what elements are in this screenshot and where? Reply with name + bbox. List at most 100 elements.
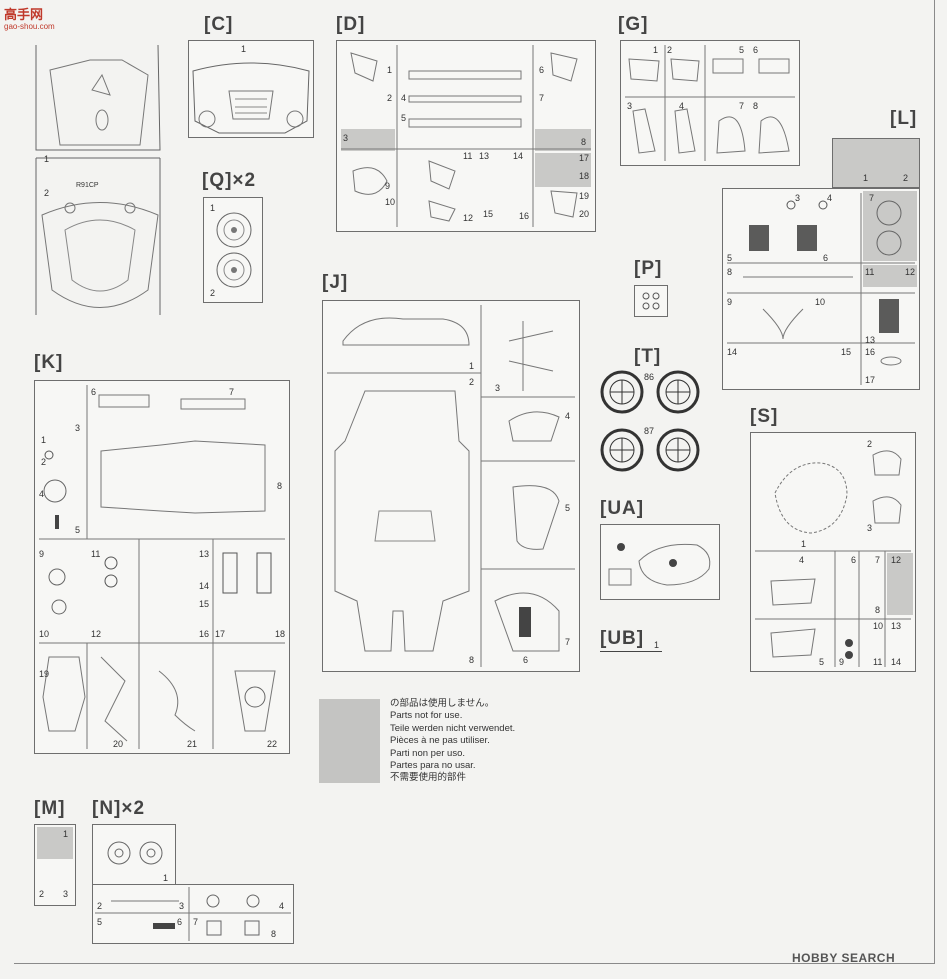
part-number: 8 — [271, 929, 277, 939]
part-number: 1 — [863, 173, 869, 183]
part-number: 3 — [63, 889, 69, 899]
part-number: 6 — [91, 387, 97, 397]
part-number: 17 — [579, 153, 590, 163]
watermark-url: gao-shou.com — [4, 22, 55, 31]
part-number: 15 — [199, 599, 210, 609]
part-number: 10 — [39, 629, 50, 639]
sprue-label-ua: [UA] — [600, 498, 645, 519]
part-number: 13 — [865, 335, 876, 345]
part-number: 11 — [865, 267, 875, 277]
unused-part-area — [887, 553, 913, 615]
part-number: 5 — [401, 113, 407, 123]
sprue-g: 1 2 3 4 5 6 7 8 — [620, 40, 800, 166]
body-label: R91CP — [76, 182, 99, 189]
legend-line: Partes para no usar. — [390, 760, 476, 772]
part-number: 12 — [463, 213, 474, 223]
unused-parts-swatch — [319, 699, 380, 783]
part-number: 20 — [113, 739, 124, 749]
unused-part-area — [535, 129, 591, 151]
sprue-label-d: [D] — [336, 14, 366, 35]
part-number: 9 — [39, 549, 45, 559]
part-number: 7 — [539, 93, 545, 103]
sprue-n-bottom-drawing — [95, 887, 291, 941]
part-number: 12 — [905, 267, 916, 277]
part-number: 2 — [903, 173, 909, 183]
legend-line: Teile werden nicht verwendet. — [390, 722, 516, 734]
sprue-l-top: 1 2 — [832, 138, 920, 188]
part-number: 11 — [91, 549, 101, 559]
sprue-label-n: [N]×2 — [92, 798, 146, 819]
part-number: 14 — [513, 151, 524, 161]
part-number: 10 — [873, 621, 884, 631]
part-number: 2 — [210, 288, 216, 298]
part-number: 12 — [891, 555, 902, 565]
part-number: 14 — [199, 581, 210, 591]
part-number: 21 — [187, 739, 198, 749]
sprue-label-s: [S] — [750, 406, 779, 427]
part-number: 7 — [565, 637, 571, 647]
part-number: 14 — [727, 347, 738, 357]
part-number: 10 — [815, 297, 826, 307]
part-number: 5 — [727, 253, 733, 263]
part-number: 3 — [179, 901, 185, 911]
part-number: 8 — [277, 481, 283, 491]
part-number: 7 — [875, 555, 881, 565]
sprue-l-drawing — [727, 193, 915, 385]
tire-number: 87 — [644, 426, 655, 436]
sprue-p-drawing — [642, 292, 660, 310]
part-number: 3 — [867, 523, 873, 533]
sprue-m: 1 2 3 — [34, 824, 76, 906]
part-number: 8 — [727, 267, 733, 277]
sprue-ua — [600, 524, 720, 600]
part-number: 20 — [579, 209, 590, 219]
part-number: 4 — [565, 411, 571, 421]
unused-part-area — [37, 827, 73, 859]
part-number: 1 — [63, 829, 69, 839]
part-number: 6 — [851, 555, 857, 565]
sprue-s: 1 2 3 4 5 6 7 8 9 10 11 12 13 14 — [750, 432, 916, 672]
part-number: 11 — [873, 657, 883, 667]
body-shell-runner: 1 2 R91CP — [30, 40, 170, 320]
unused-part-area — [863, 265, 917, 287]
part-number: 3 — [627, 101, 633, 111]
part-number: 7 — [229, 387, 235, 397]
sprue-label-p: [P] — [634, 258, 663, 279]
part-number: 6 — [523, 655, 529, 665]
unused-part-area — [863, 191, 917, 261]
sprue-q-drawing — [216, 212, 252, 288]
part-number: 2 — [41, 457, 47, 467]
sprue-d: 1 2 3 4 5 6 7 8 9 10 11 12 13 14 15 16 1… — [336, 40, 596, 232]
part-number: 4 — [279, 901, 285, 911]
part-number: 4 — [401, 93, 407, 103]
part-number: 2 — [867, 439, 873, 449]
sprue-n: 2 3 4 5 6 7 8 — [92, 884, 294, 944]
sprue-t: 86 87 — [600, 370, 720, 480]
legend-line: の部品は使用しません。 — [390, 698, 495, 709]
sprue-k-drawing — [39, 385, 285, 749]
legend-line: Parti non per uso. — [390, 747, 465, 759]
part-number: 19 — [39, 669, 50, 679]
part-number: 16 — [199, 629, 210, 639]
body-shell-drawing — [35, 44, 161, 315]
part-number: 17 — [865, 375, 876, 385]
part-number: 17 — [215, 629, 226, 639]
sprue-g-drawing — [625, 45, 795, 161]
part-number: 2 — [44, 188, 50, 198]
tires-drawing — [600, 370, 700, 472]
sprue-label-m: [M] — [34, 798, 66, 819]
part-number: 1 — [44, 154, 50, 164]
sprue-d-drawing — [341, 45, 591, 227]
part-number: 18 — [275, 629, 286, 639]
part-number: 1 — [469, 361, 475, 371]
part-number: 11 — [463, 151, 473, 161]
legend-line: Pièces à ne pas utiliser. — [390, 735, 490, 747]
sprue-l: 3 4 5 6 7 8 9 10 11 12 13 14 15 16 17 — [722, 188, 920, 390]
sprue-k: 1 2 3 4 5 6 7 8 9 10 11 12 13 14 15 16 1… — [34, 380, 290, 754]
part-number: 1 — [41, 435, 47, 445]
part-number: 1 — [210, 203, 216, 213]
watermark-logo: 高手网 — [4, 7, 44, 22]
part-number: 19 — [579, 191, 590, 201]
sprue-n-drawing — [107, 841, 163, 865]
ub-underline — [600, 651, 662, 652]
sprue-label-l: [L] — [890, 108, 918, 129]
